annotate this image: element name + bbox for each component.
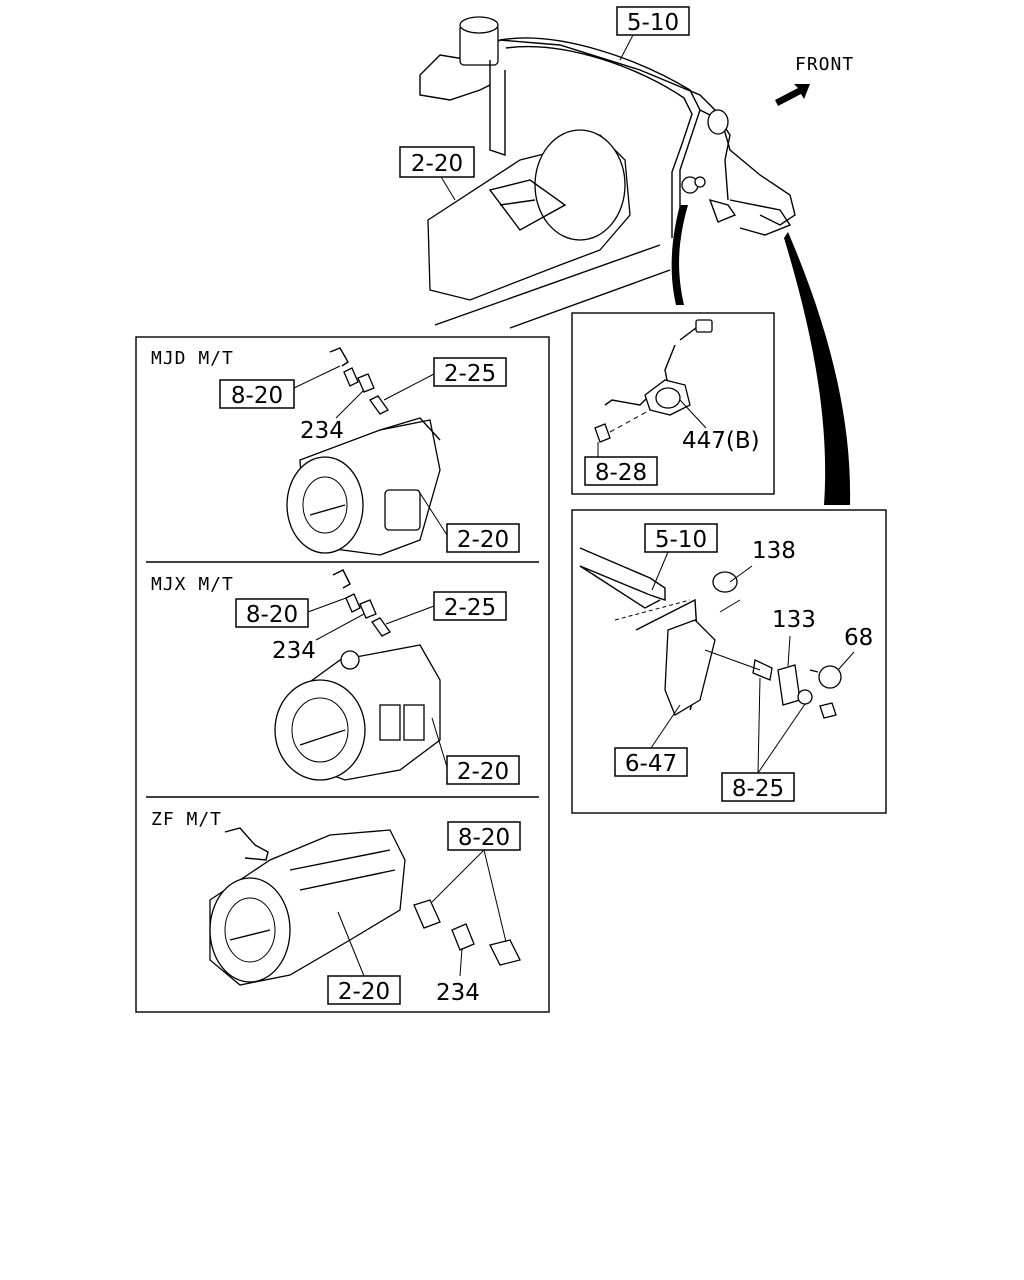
ref-box-bracket-5-10	[644, 523, 718, 553]
ref-label-8-28: 8-28	[595, 460, 647, 486]
bracket-detail-drawing	[579, 547, 842, 719]
ref-box-mjd-8-20	[219, 379, 295, 409]
part-number-mjx-234: 234	[272, 638, 316, 664]
ref-box-mjd-2-25	[433, 357, 507, 387]
ref-box-mjx-2-20	[446, 755, 520, 785]
ref-label-6-47: 6-47	[625, 751, 677, 777]
ref-box-zf-8-20	[447, 821, 521, 851]
ref-label-5-10-top: 5-10	[627, 10, 679, 36]
part-number-447b: 447(B)	[682, 428, 760, 454]
ref-box-2-20-top	[399, 146, 475, 178]
transmission-variants-panel	[135, 336, 550, 1013]
part-number-68: 68	[844, 625, 873, 651]
part-number-138: 138	[752, 538, 796, 564]
section-title-zf: ZF M/T	[151, 809, 222, 830]
ref-box-mjx-2-25	[433, 591, 507, 621]
ref-label-mjx-8-20: 8-20	[246, 602, 298, 628]
switch-detail-drawing	[594, 319, 713, 443]
ref-label-zf-8-20: 8-20	[458, 825, 510, 851]
front-arrow-icon	[775, 84, 810, 106]
ref-label-bracket-5-10: 5-10	[655, 527, 707, 553]
ref-label-mjx-2-20: 2-20	[457, 759, 509, 785]
part-number-zf-234: 234	[436, 980, 480, 1006]
section-title-mjd: MJD M/T	[151, 348, 234, 369]
bracket-detail-panel	[571, 509, 887, 814]
switch-detail-panel	[571, 312, 775, 495]
ref-label-zf-2-20: 2-20	[338, 979, 390, 1005]
section-title-mjx: MJX M/T	[151, 574, 234, 595]
ref-box-zf-2-20	[327, 975, 401, 1005]
zf-transmission-drawing	[209, 827, 521, 986]
ref-box-mjx-8-20	[235, 598, 309, 628]
ref-label-mjd-8-20: 8-20	[231, 383, 283, 409]
mjd-transmission-drawing	[286, 347, 441, 556]
chassis-assembly-drawing	[419, 16, 851, 505]
part-number-133: 133	[772, 607, 816, 633]
ref-box-8-28	[584, 456, 658, 486]
ref-label-8-25: 8-25	[732, 776, 784, 802]
ref-box-5-10-top	[616, 6, 690, 36]
ref-label-2-20-top: 2-20	[411, 151, 463, 177]
ref-box-6-47	[614, 747, 688, 777]
ref-label-mjd-2-20: 2-20	[457, 527, 509, 553]
part-number-mjd-234: 234	[300, 418, 344, 444]
mjx-transmission-drawing	[274, 569, 441, 781]
ref-box-8-25	[721, 772, 795, 802]
ref-label-mjx-2-25: 2-25	[444, 595, 496, 621]
ref-label-mjd-2-25: 2-25	[444, 361, 496, 387]
ref-box-mjd-2-20	[446, 523, 520, 553]
front-label: FRONT	[795, 54, 854, 75]
